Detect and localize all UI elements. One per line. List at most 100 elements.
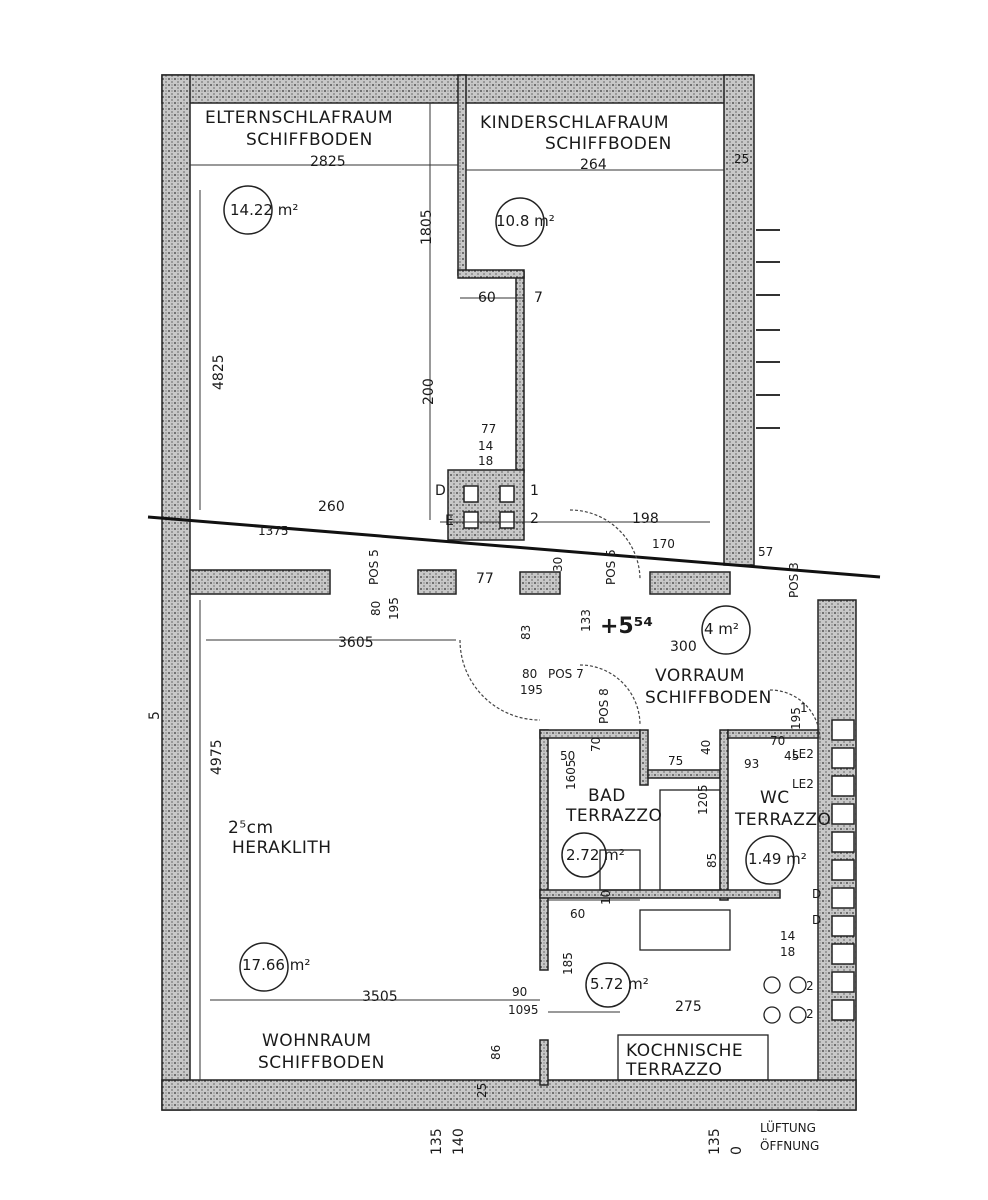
dim-200: 200 bbox=[421, 378, 437, 405]
dim-198: 198 bbox=[632, 511, 659, 527]
dim-77b: 77 bbox=[476, 571, 494, 587]
wall-thickness-note: 2⁵cm bbox=[228, 818, 274, 838]
dim-77a: 77 bbox=[481, 422, 497, 436]
hatch-window-marks bbox=[756, 229, 780, 429]
dim-4975: 4975 bbox=[209, 739, 225, 775]
label-1: 1 bbox=[530, 483, 539, 499]
label-d3: D bbox=[812, 913, 822, 927]
room-name-wc: WC bbox=[760, 788, 790, 808]
dim-18b: 18 bbox=[780, 945, 796, 959]
dim-40: 40 bbox=[699, 739, 713, 755]
dim-75: 75 bbox=[668, 754, 684, 768]
vent-note-line2: ÖFFNUNG bbox=[760, 1139, 820, 1153]
dim-57: 57 bbox=[758, 545, 774, 559]
dim-1095: 1095 bbox=[508, 1003, 539, 1017]
area-kinder: 10.8 m² bbox=[496, 212, 555, 230]
dim-1375: 1375 bbox=[258, 524, 289, 538]
section-line bbox=[147, 515, 881, 579]
dim-93: 93 bbox=[744, 757, 760, 771]
dim-90: 90 bbox=[512, 985, 528, 999]
label-pos7: POS 7 bbox=[548, 667, 584, 681]
dim-195b: 195 bbox=[520, 683, 543, 697]
label-lez1: LE2 bbox=[792, 747, 814, 761]
dim-30: 30 bbox=[551, 556, 565, 572]
dim-25top: 25 bbox=[734, 152, 750, 166]
dim-14b: 14 bbox=[780, 929, 796, 943]
dim-135a: 135 bbox=[429, 1128, 445, 1155]
dim-83: 83 bbox=[519, 624, 533, 640]
area-vorraum: 4 m² bbox=[704, 620, 739, 638]
wall-material-note: HERAKLITH bbox=[232, 838, 332, 858]
label-l3: 2 bbox=[806, 1007, 814, 1021]
dim-25: 25 bbox=[475, 1082, 489, 1098]
vent-note-line1: LÜFTUNG bbox=[760, 1121, 816, 1135]
label-e1: E bbox=[445, 513, 454, 529]
label-l1: 1 bbox=[800, 701, 808, 715]
room-floor-vorraum: SCHIFFBODEN bbox=[645, 688, 772, 708]
label-d1: D bbox=[435, 483, 446, 499]
dim-80a: 80 bbox=[369, 600, 383, 616]
area-wohn: 17.66 m² bbox=[242, 956, 311, 974]
dim-vorraum-width: 300 bbox=[670, 639, 697, 655]
dim-70: 70 bbox=[589, 736, 603, 752]
dim-135b: 135 bbox=[707, 1128, 723, 1155]
area-eltern: 14.22 m² bbox=[230, 201, 299, 219]
walls bbox=[161, 74, 857, 1111]
dim-85: 85 bbox=[705, 852, 719, 868]
room-name-kochnische: KOCHNISCHE bbox=[626, 1041, 744, 1061]
dim-170: 170 bbox=[652, 537, 675, 551]
dim-260: 260 bbox=[318, 499, 345, 515]
dim-60: 60 bbox=[478, 290, 496, 306]
label-pos8: POS 8 bbox=[597, 688, 611, 724]
dim-185: 185 bbox=[561, 952, 575, 975]
dim-133: 133 bbox=[579, 609, 593, 632]
dim-70b: 70 bbox=[770, 734, 786, 748]
dim-3605: 3605 bbox=[338, 635, 374, 651]
label-lez2: LE2 bbox=[792, 777, 814, 791]
dimension-lines bbox=[190, 103, 724, 1080]
dim-4825: 4825 bbox=[211, 354, 227, 390]
room-floor-kochnische: TERRAZZO bbox=[626, 1060, 723, 1080]
fixtures bbox=[599, 789, 807, 1081]
label-d2: D bbox=[812, 887, 822, 901]
dim-wohn-width: 3505 bbox=[362, 989, 398, 1005]
dim-14: 14 bbox=[478, 439, 494, 453]
room-name-eltern: ELTERNSCHLAFRAUM bbox=[205, 108, 394, 128]
dim-0: 0 bbox=[729, 1146, 745, 1155]
label-2: 2 bbox=[530, 511, 539, 527]
dim-10: 10 bbox=[599, 889, 613, 905]
room-floor-kinder: SCHIFFBODEN bbox=[545, 134, 672, 154]
dim-50: 50 bbox=[560, 749, 576, 763]
room-name-vorraum: VORRAUM bbox=[655, 666, 745, 686]
dim-5: 5 bbox=[147, 711, 163, 720]
dim-80b: 80 bbox=[522, 667, 538, 681]
area-bad: 2.72 m² bbox=[566, 846, 625, 864]
label-l2: 2 bbox=[806, 979, 814, 993]
label-pos5b: POS 5 bbox=[604, 549, 618, 585]
dim-86: 86 bbox=[489, 1044, 503, 1060]
dim-kinder-width: 264 bbox=[580, 157, 607, 173]
dim-1605: 1605 bbox=[564, 759, 578, 790]
room-floor-wohn: SCHIFFBODEN bbox=[258, 1053, 385, 1073]
dim-kochnische-width: 275 bbox=[675, 999, 702, 1015]
room-name-kinder: KINDERSCHLAFRAUM bbox=[480, 113, 670, 133]
room-floor-wc: TERRAZZO bbox=[735, 810, 832, 830]
dim-140: 140 bbox=[451, 1128, 467, 1155]
room-name-bad: BAD bbox=[588, 786, 626, 806]
label-pos3: POS 3 bbox=[787, 562, 801, 598]
area-circles bbox=[223, 185, 795, 1008]
dim-45: 45 bbox=[784, 749, 800, 763]
room-floor-eltern: SCHIFFBODEN bbox=[246, 130, 373, 150]
dim-195a: 195 bbox=[387, 597, 401, 620]
dim-1205: 1205 bbox=[696, 784, 710, 815]
room-name-wohn: WOHNRAUM bbox=[262, 1031, 372, 1051]
area-wc: 1.49 m² bbox=[748, 850, 807, 868]
dim-18: 18 bbox=[478, 454, 494, 468]
dim-7: 7 bbox=[534, 290, 543, 306]
dim-60b: 60 bbox=[570, 907, 586, 921]
area-kochnische: 5.72 m² bbox=[590, 975, 649, 993]
level-marker: +5⁵⁴ bbox=[600, 614, 654, 639]
dim-eltern-width: 2825 bbox=[310, 154, 346, 170]
dim-1805: 1805 bbox=[419, 209, 435, 245]
